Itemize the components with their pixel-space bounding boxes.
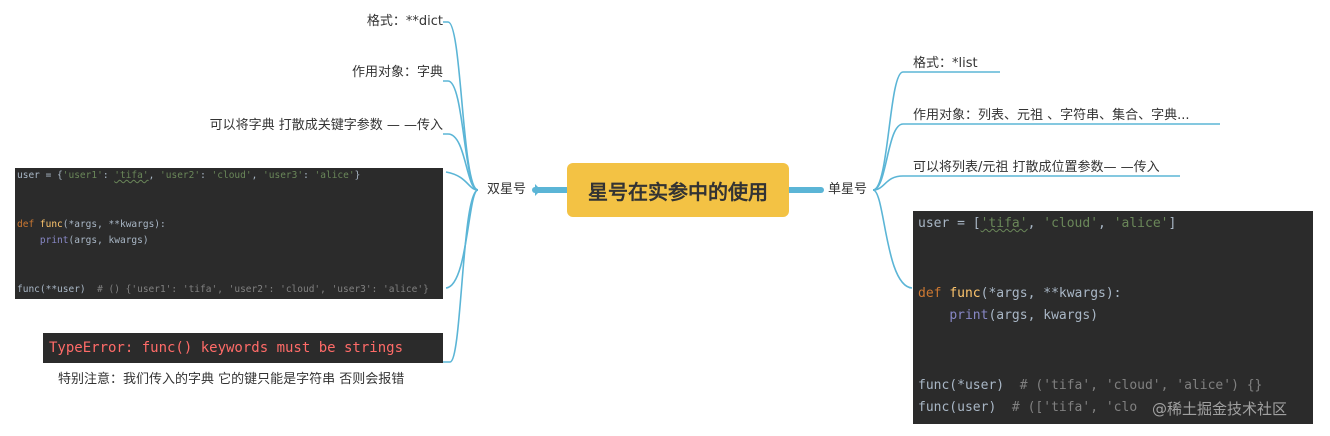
left-code-block: user = {'user1': 'tifa', 'user2': 'cloud… — [15, 168, 443, 299]
right-branch-label[interactable]: 单星号 — [828, 182, 868, 197]
left-code-line-2: def func(*args, **kwargs): — [17, 219, 166, 230]
left-code-line-3: print(args, kwargs) — [39, 235, 149, 246]
error-message-box: TypeError: func() keywords must be strin… — [43, 333, 443, 363]
left-item-desc[interactable]: 可以将字典 打散成关键字参数 — —传入 — [209, 118, 443, 133]
left-branch-curves — [443, 21, 479, 363]
right-code-line-3: print(args, kwargs) — [949, 308, 1099, 323]
right-code-line-2: def func(*args, **kwargs): — [918, 286, 1122, 301]
right-item-desc[interactable]: 可以将列表/元祖 打散成位置参数— —传入 — [913, 160, 1160, 175]
right-code-block: user = ['tifa', 'cloud', 'alice'] def fu… — [913, 211, 1313, 424]
right-code-line-4: func(*user) # ('tifa', 'cloud', 'alice')… — [918, 378, 1263, 393]
left-branch-label[interactable]: 双星号 — [487, 182, 527, 197]
connector-left-arrow — [535, 184, 541, 196]
left-code-line-1: user = {'user1': 'tifa', 'user2': 'cloud… — [17, 170, 361, 181]
watermark: @稀土掘金技术社区 — [1152, 400, 1288, 418]
left-item-target[interactable]: 作用对象：字典 — [351, 65, 443, 80]
right-item-target[interactable]: 作用对象：列表、元祖 、字符串、集合、字典... — [913, 108, 1190, 123]
right-item-format[interactable]: 格式：*list — [913, 56, 978, 71]
central-topic-title: 星号在实参中的使用 — [588, 179, 768, 204]
left-item-note[interactable]: 特别注意：我们传入的字典 它的键只能是字符串 否则会报错 — [58, 372, 405, 387]
central-topic[interactable]: 星号在实参中的使用 — [567, 163, 789, 217]
left-item-format[interactable]: 格式：**dict — [366, 14, 443, 29]
error-message-text: TypeError: func() keywords must be strin… — [49, 340, 404, 356]
right-code-line-1: user = ['tifa', 'cloud', 'alice'] — [918, 216, 1177, 231]
right-code-line-5: func(user) # (['tifa', 'clo — [918, 400, 1138, 415]
left-code-line-4: func(**user) # () {'user1': 'tifa', 'use… — [17, 284, 429, 295]
